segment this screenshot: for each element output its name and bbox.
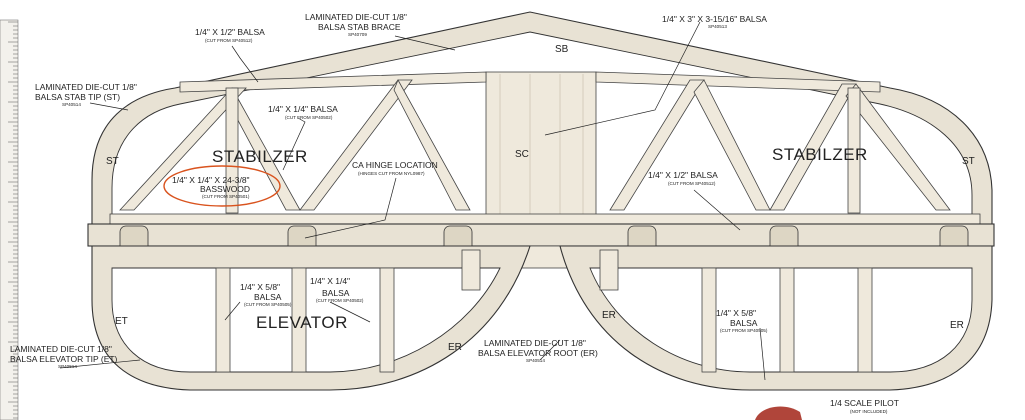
label-balsa-58-right: 1/4" X 5/8" <box>716 308 756 318</box>
label-balsa-3in: 1/4" X 3" X 3-15/16" BALSA <box>662 14 767 24</box>
label-ca-hinge: CA HINGE LOCATION <box>352 160 438 170</box>
label-basswood: 1/4" X 1/4" X 24-3/8" <box>172 175 250 185</box>
label-elev-root: LAMINATED DIE-CUT 1/8" <box>484 338 586 348</box>
highlight-circle <box>163 165 281 207</box>
elevator-right <box>559 245 993 391</box>
svg-text:(HINGES CUT FROM NYL0987): (HINGES CUT FROM NYL0987) <box>358 171 425 176</box>
svg-text:BALSA STAB TIP (ST): BALSA STAB TIP (ST) <box>35 92 120 102</box>
label-et: ET <box>115 316 128 327</box>
svg-text:BALSA: BALSA <box>254 292 282 302</box>
svg-text:(CUT FROM SP40502): (CUT FROM SP40502) <box>316 298 364 303</box>
labels: 1/4" X 1/2" BALSA (CUT FROM SP40512) LAM… <box>10 12 975 414</box>
svg-text:BALSA: BALSA <box>322 288 350 298</box>
label-balsa-quarter: 1/4" X 1/4" BALSA <box>268 104 338 114</box>
label-stabilizer-left: STABILZER <box>212 147 308 166</box>
label-elevator: ELEVATOR <box>256 313 348 332</box>
ruler <box>0 19 19 420</box>
svg-text:(CUT FROM SP40505): (CUT FROM SP40505) <box>244 302 292 307</box>
svg-text:(CUT FROM SP40505): (CUT FROM SP40505) <box>720 328 768 333</box>
label-balsa-half-top: 1/4" X 1/2" BALSA <box>195 27 265 37</box>
label-balsa-half-right: 1/4" X 1/2" BALSA <box>648 170 718 180</box>
svg-text:BALSA: BALSA <box>730 318 758 328</box>
label-st-right: ST <box>962 156 975 167</box>
svg-text:SP40709: SP40709 <box>348 32 367 37</box>
svg-text:SP40513: SP40513 <box>708 24 727 29</box>
svg-text:BALSA STAB BRACE: BALSA STAB BRACE <box>318 22 401 32</box>
svg-text:SP40514: SP40514 <box>526 358 545 363</box>
svg-text:(CUT FROM SP40502): (CUT FROM SP40502) <box>285 115 333 120</box>
label-pilot: 1/4 SCALE PILOT <box>830 398 899 408</box>
svg-text:(CUT FROM SP40512): (CUT FROM SP40512) <box>668 181 716 186</box>
label-er-right1: ER <box>602 310 616 321</box>
label-balsa-14-elev: 1/4" X 1/4" <box>310 276 350 286</box>
leader-lines <box>59 21 766 381</box>
svg-text:SP40514: SP40514 <box>62 102 81 107</box>
label-stab-brace: LAMINATED DIE-CUT 1/8" <box>305 12 407 22</box>
label-sc: SC <box>515 149 529 160</box>
svg-text:(NOT INCLUDED): (NOT INCLUDED) <box>850 409 888 414</box>
svg-text:BALSA ELEVATOR TIP (ET): BALSA ELEVATOR TIP (ET) <box>10 354 118 364</box>
label-er-right2: ER <box>950 320 964 331</box>
label-st-left: ST <box>106 156 119 167</box>
svg-text:BASSWOOD: BASSWOOD <box>200 184 250 194</box>
svg-text:BALSA ELEVATOR ROOT (ER): BALSA ELEVATOR ROOT (ER) <box>478 348 598 358</box>
svg-text:(CUT FROM SP40512): (CUT FROM SP40512) <box>205 38 253 43</box>
svg-text:SP40514: SP40514 <box>58 364 77 369</box>
label-er-left: ER <box>448 342 462 353</box>
svg-text:(CUT FROM SP40501): (CUT FROM SP40501) <box>202 194 250 199</box>
label-sb: SB <box>555 44 569 55</box>
label-stab-tip: LAMINATED DIE-CUT 1/8" <box>35 82 137 92</box>
stabilizer-truss <box>109 71 981 225</box>
label-balsa-58-left: 1/4" X 5/8" <box>240 282 280 292</box>
pilot-icon <box>755 406 802 420</box>
label-elev-tip: LAMINATED DIE-CUT 1/8" <box>10 344 112 354</box>
elevator-left <box>91 245 531 391</box>
label-stabilizer-right: STABILZER <box>772 145 868 164</box>
